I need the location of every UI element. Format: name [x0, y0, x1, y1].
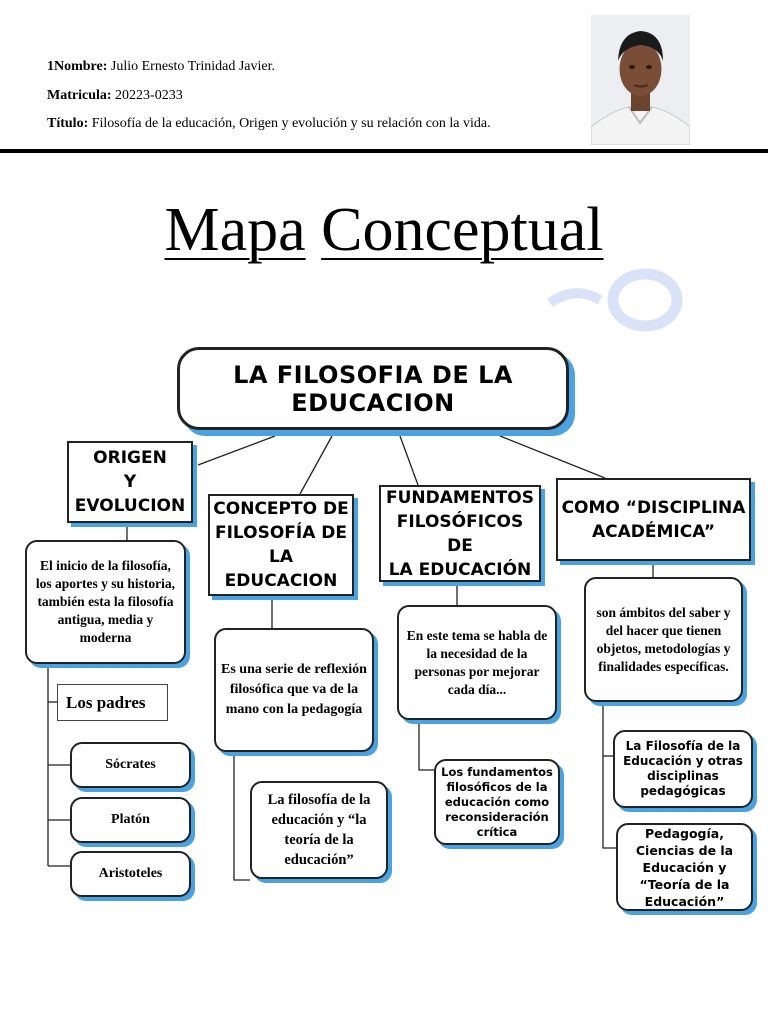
padre-socrates: Sócrates — [70, 742, 191, 788]
concepto-line-1: CONCEPTO DE — [213, 499, 349, 519]
origen-description: El inicio de la filosofía, los aportes y… — [25, 540, 186, 664]
fundamentos-line-1: FUNDAMENTOS — [386, 487, 534, 508]
titulo-label: Título: — [47, 116, 89, 131]
concepto-line-2: FILOSOFÍA DE — [214, 523, 348, 543]
category-origen: ORIGEN Y EVOLUCION — [67, 441, 193, 523]
nombre-value: Julio Ernesto Trinidad Javier. — [110, 59, 276, 74]
header-divider — [0, 149, 768, 153]
disciplina-sub-2-text: Pedagogía, Ciencias de la Educación y “T… — [635, 825, 734, 909]
disciplina-sub-1-text: La Filosofía de la Educación y otras dis… — [623, 739, 743, 798]
root-concept: LA FILOSOFIA DE LA EDUCACION — [177, 347, 569, 430]
fundamentos-description-text: En este tema se habla de la necesidad de… — [406, 627, 548, 697]
concepto-sub: La filosofía de la educación y “la teorí… — [250, 781, 388, 879]
fundamentos-line-2: FILOSÓFICOS DE — [396, 511, 524, 556]
titulo-value: Filosofía de la educación, Origen y evol… — [91, 116, 491, 131]
origen-line-2: Y — [123, 472, 137, 492]
matricula-line: Matricula: 20223-0233 — [47, 88, 183, 104]
fundamentos-sub-text: Los fundamentos filosóficos de la educac… — [441, 764, 553, 839]
student-photo — [591, 15, 690, 145]
disciplina-sub-1: La Filosofía de la Educación y otras dis… — [613, 730, 753, 808]
padre-aristoteles-label: Aristoteles — [98, 866, 163, 881]
padres-label: Los padres — [66, 692, 146, 712]
fundamentos-line-3: LA EDUCACIÓN — [388, 559, 532, 580]
disciplina-line-2: ACADÉMICA” — [591, 521, 715, 542]
fundamentos-sub: Los fundamentos filosóficos de la educac… — [434, 759, 560, 845]
matricula-value: 20223-0233 — [115, 88, 183, 103]
concepto-description-text: Es una serie de reflexión filosófica que… — [221, 662, 367, 717]
titulo-line: Título: Filosofía de la educación, Orige… — [47, 116, 491, 132]
padre-aristoteles: Aristoteles — [70, 851, 191, 897]
disciplina-line-1: COMO “DISCIPLINA — [561, 497, 746, 518]
page-title: Mapa Conceptual — [0, 195, 768, 266]
nombre-line: 1Nombre: Julio Ernesto Trinidad Javier. — [47, 59, 275, 75]
category-fundamentos: FUNDAMENTOS FILOSÓFICOS DE LA EDUCACIÓN — [379, 485, 541, 582]
padres-label-box: Los padres — [57, 684, 168, 721]
watermark-logo — [545, 255, 695, 335]
category-disciplina: COMO “DISCIPLINA ACADÉMICA” — [556, 478, 751, 561]
title-word-conceptual: Conceptual — [321, 196, 604, 264]
origen-line-3: EVOLUCION — [74, 496, 186, 516]
disciplina-description-text: son ámbitos del saber y del hacer que ti… — [596, 604, 731, 674]
matricula-label: Matricula: — [47, 88, 112, 103]
disciplina-sub-2: Pedagogía, Ciencias de la Educación y “T… — [616, 823, 753, 911]
origen-description-text: El inicio de la filosofía, los aportes y… — [35, 558, 176, 645]
category-concepto: CONCEPTO DE FILOSOFÍA DE LA EDUCACION — [208, 494, 354, 596]
root-concept-label: LA FILOSOFIA DE LA EDUCACION — [233, 360, 513, 417]
concepto-description: Es una serie de reflexión filosófica que… — [214, 628, 374, 752]
disciplina-description: son ámbitos del saber y del hacer que ti… — [584, 577, 743, 702]
concepto-line-3: LA EDUCACION — [224, 547, 338, 591]
nombre-label: 1Nombre: — [47, 59, 108, 74]
concepto-sub-text: La filosofía de la educación y “la teorí… — [267, 792, 371, 868]
padre-platon-label: Platón — [111, 812, 150, 827]
fundamentos-description: En este tema se habla de la necesidad de… — [397, 605, 557, 720]
title-word-mapa: Mapa — [164, 196, 306, 264]
origen-line-1: ORIGEN — [93, 448, 167, 468]
padre-socrates-label: Sócrates — [105, 757, 156, 772]
padre-platon: Platón — [70, 797, 191, 843]
